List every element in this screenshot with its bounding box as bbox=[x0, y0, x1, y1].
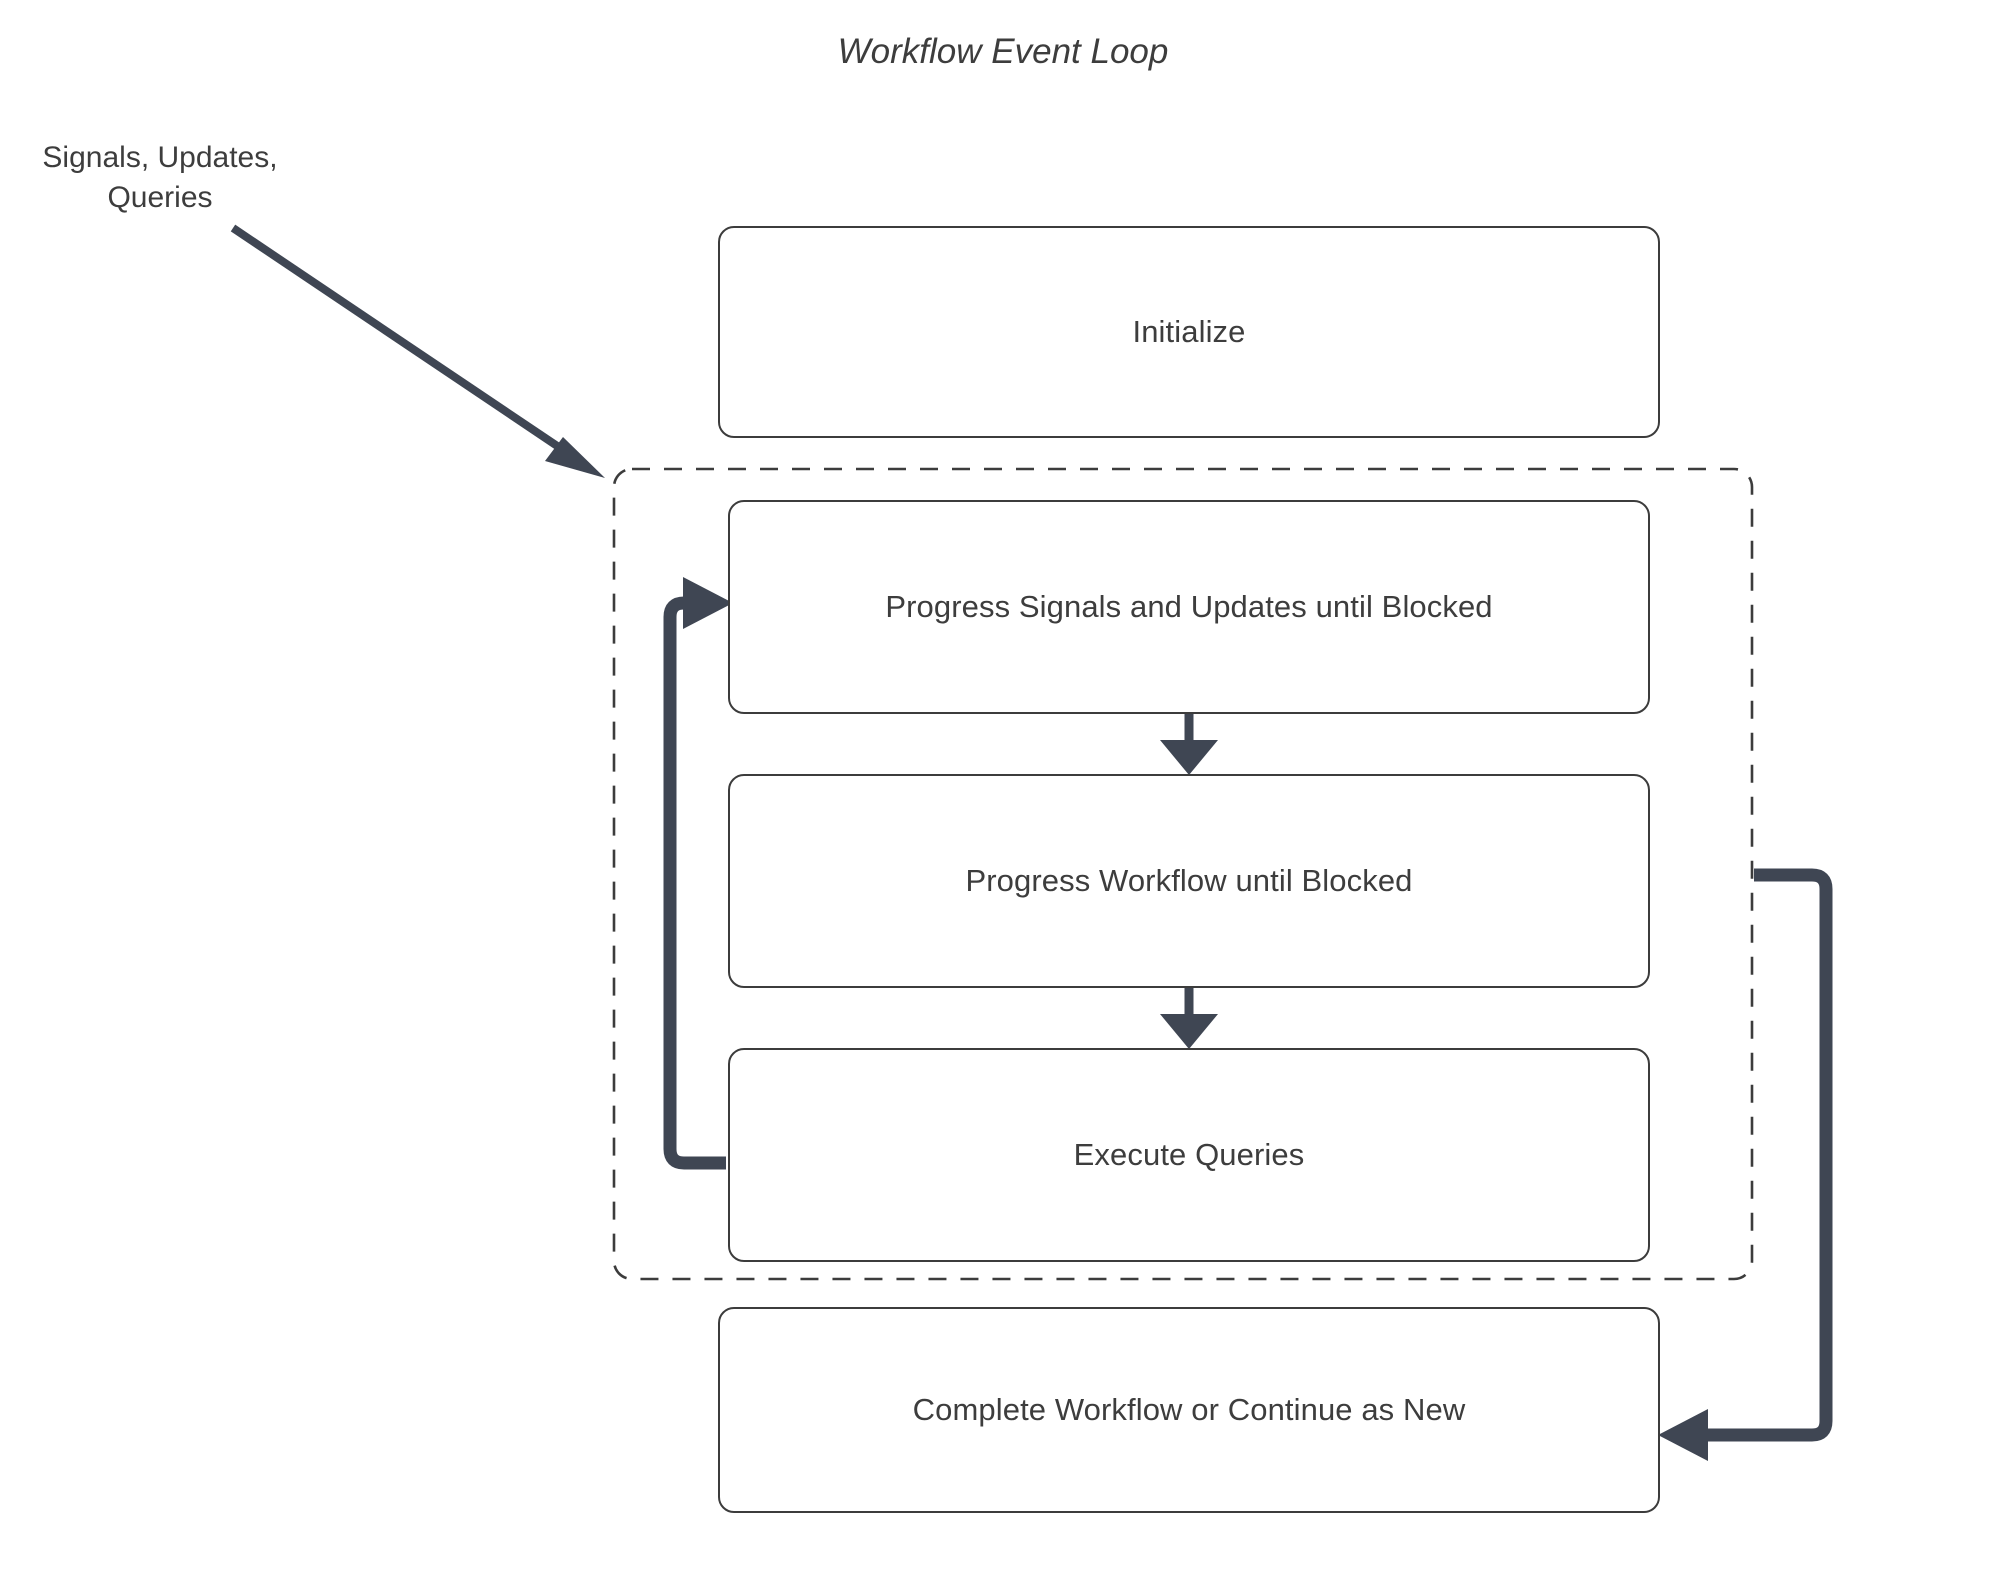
edge-su-to-wf bbox=[1160, 714, 1218, 775]
node-progress-signals-updates-label: Progress Signals and Updates until Block… bbox=[885, 589, 1493, 625]
edge-wf-to-queries bbox=[1160, 988, 1218, 1049]
node-initialize[interactable]: Initialize bbox=[718, 226, 1660, 438]
node-complete-workflow[interactable]: Complete Workflow or Continue as New bbox=[718, 1307, 1660, 1513]
node-complete-workflow-label: Complete Workflow or Continue as New bbox=[912, 1392, 1466, 1428]
node-execute-queries[interactable]: Execute Queries bbox=[728, 1048, 1650, 1262]
edge-exit-to-complete bbox=[1658, 868, 1833, 1461]
external-input-label-line1: Signals, Updates, bbox=[42, 141, 278, 174]
node-progress-workflow-label: Progress Workflow until Blocked bbox=[965, 863, 1413, 899]
edge-loop-back bbox=[663, 577, 733, 1170]
node-progress-signals-updates[interactable]: Progress Signals and Updates until Block… bbox=[728, 500, 1650, 714]
node-progress-workflow[interactable]: Progress Workflow until Blocked bbox=[728, 774, 1650, 988]
external-input-label: Signals, Updates, Queries bbox=[20, 138, 300, 218]
node-execute-queries-label: Execute Queries bbox=[1073, 1137, 1305, 1173]
page-title: Workflow Event Loop bbox=[837, 32, 1169, 71]
external-input-label-line2: Queries bbox=[107, 181, 213, 215]
node-initialize-label: Initialize bbox=[1132, 314, 1246, 350]
edge-external-input bbox=[230, 224, 605, 478]
